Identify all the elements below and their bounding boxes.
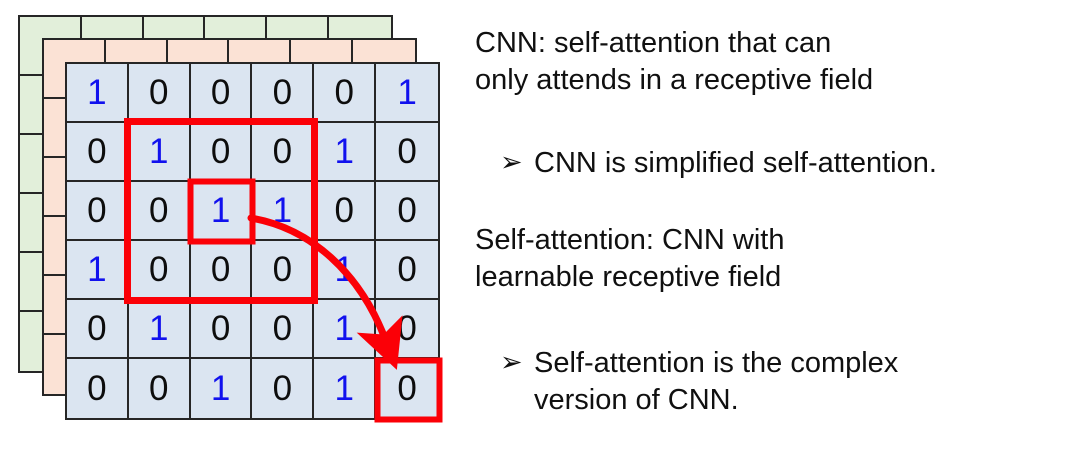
grid-cell-value: 0	[314, 182, 377, 241]
cnn-statement: CNN: self-attention that can only attend…	[475, 27, 874, 96]
grid-cell-value: 1	[252, 182, 315, 241]
grid-cell-value: 1	[376, 64, 438, 123]
grid-cell-value: 0	[376, 359, 438, 418]
grid-cell-value: 0	[128, 241, 191, 300]
grid-cell-value: 0	[190, 300, 253, 359]
grid-cell-value: 0	[376, 300, 438, 359]
grid-cell-value: 0	[190, 241, 253, 300]
feature-map-diagram: 1 0 0 0 0 1 0 1 0 0 1 0 0 0 1 1 0 0 1 0 …	[0, 0, 470, 464]
grid-cell-value: 0	[252, 241, 315, 300]
grid-cell-value: 1	[314, 359, 377, 418]
grid-cell-value: 0	[67, 182, 129, 241]
grid-cell-value: 0	[252, 300, 315, 359]
grid-cell-value: 0	[252, 359, 315, 418]
grid-cell-value: 1	[128, 300, 191, 359]
grid-cell-value: 1	[314, 300, 377, 359]
self-attention-bullet-text: Self-attention is the complex version of…	[534, 347, 899, 416]
grid-cell-value: 0	[67, 300, 129, 359]
grid-cell-value: 0	[128, 359, 191, 418]
feature-map-layer-front: 1 0 0 0 0 1 0 1 0 0 1 0 0 0 1 1 0 0 1 0 …	[65, 62, 440, 420]
arrowhead-bullet-icon: ➢	[500, 147, 523, 177]
grid-cell-value: 0	[190, 123, 253, 182]
cnn-bullet-text: CNN is simplified self-attention.	[534, 147, 937, 179]
grid-cell-value: 0	[376, 182, 438, 241]
grid-cell-value: 1	[314, 123, 377, 182]
grid-cell-value: 0	[67, 123, 129, 182]
arrowhead-bullet-icon: ➢	[500, 347, 523, 377]
self-attention-statement: Self-attention: CNN with learnable recep…	[475, 224, 785, 293]
grid-cell-value: 0	[128, 64, 191, 123]
grid-cell-value: 0	[376, 241, 438, 300]
grid-cell-value: 0	[314, 64, 377, 123]
grid-cell-value: 0	[252, 123, 315, 182]
grid-cell-value: 0	[190, 64, 253, 123]
grid-cell-value: 1	[67, 241, 129, 300]
grid-cell-value: 1	[190, 182, 253, 241]
grid-cell-value: 0	[252, 64, 315, 123]
grid-cell-value: 1	[190, 359, 253, 418]
grid-cell-value: 0	[376, 123, 438, 182]
grid-cell-value: 1	[314, 241, 377, 300]
grid-cell-value: 0	[67, 359, 129, 418]
grid-cell-value: 0	[128, 182, 191, 241]
explanation-text-pane: CNN: self-attention that can only attend…	[470, 0, 1066, 464]
cnn-bullet-item: ➢ CNN is simplified self-attention.	[500, 145, 1060, 182]
grid-cell-value: 1	[67, 64, 129, 123]
self-attention-bullet-item: ➢ Self-attention is the complex version …	[500, 345, 1060, 418]
grid-cell-value: 1	[128, 123, 191, 182]
